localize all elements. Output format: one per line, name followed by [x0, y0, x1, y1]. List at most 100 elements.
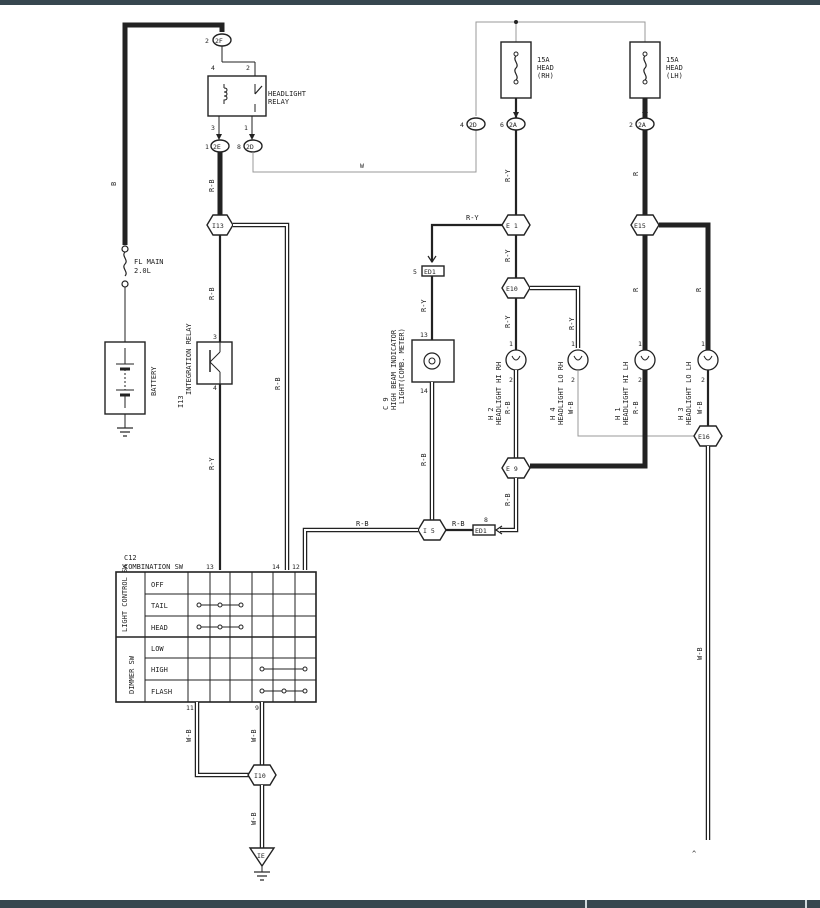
svg-text:HEAD: HEAD	[537, 64, 554, 72]
svg-text:BATTERY: BATTERY	[150, 366, 158, 396]
status-divider	[585, 900, 587, 908]
wire-label-wb-6: W-B	[250, 812, 258, 825]
wire-label-ry-2: R-Y	[504, 169, 512, 182]
wire-wb-lo-rh-return	[577, 370, 700, 437]
connector-2d: 2D 8	[237, 139, 263, 153]
svg-text:HEAD: HEAD	[666, 64, 683, 72]
battery: BATTERY	[104, 341, 158, 415]
svg-text:1: 1	[571, 340, 575, 348]
svg-text:12: 12	[292, 563, 300, 571]
svg-text:2.0L: 2.0L	[134, 267, 151, 275]
high-beam-indicator: 13 14 C 9 HIGH BEAM INDICATOR LIGHT(COMB…	[382, 328, 455, 410]
svg-text:FL MAIN: FL MAIN	[134, 258, 164, 266]
headlight-h3-lo-lh: 1 2 H 3 HEADLIGHT LO LH	[677, 340, 719, 425]
svg-text:(RH): (RH)	[537, 72, 554, 80]
ground-battery-icon	[117, 414, 133, 437]
svg-text:HEADLIGHT LO LH: HEADLIGHT LO LH	[685, 362, 693, 425]
connector-2a-rh: 2A 6	[500, 117, 526, 131]
fuse-head-rh: 15A HEAD (RH)	[500, 41, 554, 99]
svg-text:3: 3	[213, 333, 217, 341]
svg-text:TAIL: TAIL	[151, 602, 168, 610]
svg-text:1: 1	[509, 340, 513, 348]
svg-text:2D: 2D	[469, 121, 477, 129]
connector-2e: 2E 1	[205, 139, 230, 153]
svg-text:COMBINATION SW: COMBINATION SW	[124, 563, 184, 571]
svg-text:14: 14	[420, 387, 428, 395]
svg-text:4: 4	[460, 121, 464, 129]
wire-ry-to-indicator	[430, 223, 502, 262]
junction-i5: I 5	[417, 519, 447, 541]
svg-text:I13: I13	[177, 395, 185, 408]
svg-text:I10: I10	[254, 772, 266, 780]
wire-label-ry-6: R-Y	[568, 317, 576, 330]
svg-text:ED1: ED1	[475, 527, 487, 535]
svg-text:E 9: E 9	[506, 465, 518, 473]
fuse-head-lh: 15A HEAD (LH)	[629, 41, 683, 99]
wire-label-rb-7: R-B	[504, 493, 512, 506]
svg-text:2: 2	[638, 376, 642, 384]
svg-text:E10: E10	[506, 285, 518, 293]
svg-text:2: 2	[701, 376, 705, 384]
headlight-relay: 4 2 3 1 HEADLIGHT RELAY	[207, 46, 307, 140]
svg-text:2E: 2E	[213, 143, 221, 151]
svg-text:OFF: OFF	[151, 581, 164, 589]
junction-i13: I13	[206, 214, 234, 236]
combination-switch: C12 COMBINATION SW 13 14 12 LIGHT CONTRO…	[115, 554, 317, 712]
svg-text:15A: 15A	[666, 56, 679, 64]
svg-text:2A: 2A	[638, 121, 646, 129]
svg-text:13: 13	[206, 563, 214, 571]
svg-text:LIGHT(COMB. METER): LIGHT(COMB. METER)	[398, 328, 406, 404]
wire-fuse-bus	[475, 21, 646, 116]
svg-text:C12: C12	[124, 554, 137, 562]
window-bottom-bar	[0, 900, 820, 908]
wire-label-rb-4: R-B	[420, 453, 428, 466]
status-divider	[805, 900, 807, 908]
junction-e15: E15	[630, 214, 660, 236]
svg-text:9: 9	[255, 704, 259, 712]
junction-e9: E 9	[501, 457, 531, 479]
wire-label-ry-5: R-Y	[504, 249, 512, 262]
svg-text:HIGH BEAM INDICATOR: HIGH BEAM INDICATOR	[390, 329, 398, 410]
wire-label-ry-7: R-Y	[504, 315, 512, 328]
svg-text:1: 1	[205, 143, 209, 151]
window-top-bar	[0, 0, 820, 5]
connector-2f: 2F 2	[205, 33, 232, 47]
junction-e10: E10	[501, 277, 531, 299]
svg-text:1: 1	[244, 124, 248, 132]
svg-text:2A: 2A	[509, 121, 517, 129]
ground-ie-icon: IE	[248, 847, 276, 881]
connector-ed1-bottom: ED1 8	[472, 516, 496, 536]
svg-text:H 4: H 4	[549, 407, 557, 420]
junction-i10: I10	[247, 764, 277, 786]
svg-text:15A: 15A	[537, 56, 550, 64]
wire-label-b: B	[110, 182, 118, 186]
svg-text:1: 1	[638, 340, 642, 348]
svg-text:1: 1	[701, 340, 705, 348]
wire-label-ry-3: R-Y	[466, 214, 479, 222]
wire-rb-hi-lh-return	[530, 370, 648, 469]
svg-text:5: 5	[413, 268, 417, 276]
svg-text:HEADLIGHT HI RH: HEADLIGHT HI RH	[495, 362, 503, 425]
wire-label-rb-3: R-B	[208, 287, 216, 300]
wire-label-rb-5: R-B	[504, 401, 512, 414]
wire-label-wb-5: W-B	[250, 729, 258, 742]
svg-text:LOW: LOW	[151, 645, 164, 653]
junction-e16: E16	[693, 425, 723, 447]
svg-text:8: 8	[484, 516, 488, 524]
svg-text:2D: 2D	[246, 143, 254, 151]
wire-wb-switch-11	[194, 702, 252, 778]
wire-label-rb-9: R-B	[356, 520, 369, 528]
svg-text:H 1: H 1	[614, 407, 622, 420]
svg-text:6: 6	[500, 121, 504, 129]
wire-r-to-lo-lh	[659, 222, 711, 350]
svg-text:FLASH: FLASH	[151, 688, 172, 696]
svg-text:2: 2	[629, 121, 633, 129]
svg-text:INTEGRATION RELAY: INTEGRATION RELAY	[185, 323, 193, 395]
svg-text:(LH): (LH)	[666, 72, 683, 80]
wire-label-r-2: R	[695, 287, 703, 292]
corner-mark: ^	[692, 850, 696, 858]
svg-text:3: 3	[211, 124, 215, 132]
svg-text:RELAY: RELAY	[268, 98, 290, 106]
connector-ed1-top: ED1 5	[413, 265, 445, 277]
svg-text:14: 14	[272, 563, 280, 571]
